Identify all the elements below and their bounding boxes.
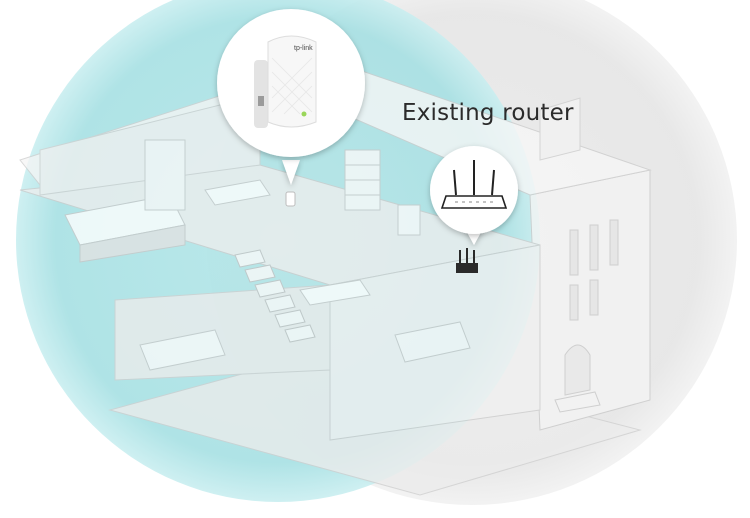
range-extender-icon [254, 35, 317, 128]
extender-callout-pointer [282, 160, 300, 185]
wifi-router-icon [440, 160, 508, 209]
house-cutaway [19, 59, 652, 496]
extender-in-house [285, 191, 296, 207]
router-in-house [456, 248, 478, 273]
extender-brand-text: tp-link [294, 45, 313, 52]
existing-router-label: Existing router [402, 100, 574, 126]
